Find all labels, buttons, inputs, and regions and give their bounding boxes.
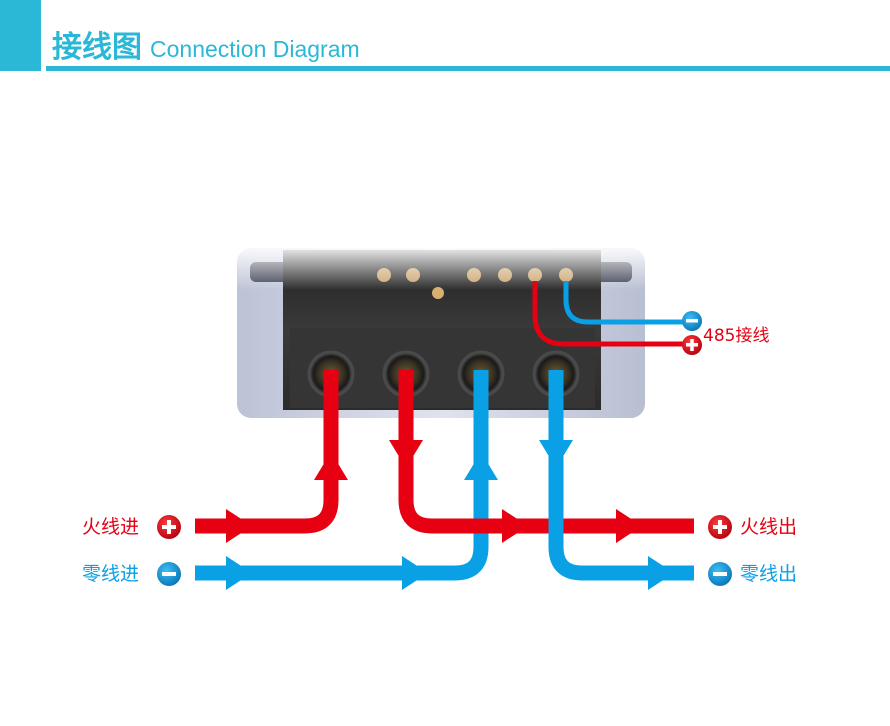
page-title-cn: 接线图 xyxy=(52,30,142,65)
arrow-right-icon xyxy=(502,509,528,543)
arrow-down-icon xyxy=(389,440,423,468)
live-out-label: 火线出 xyxy=(740,516,798,538)
arrow-right-icon xyxy=(616,509,642,543)
live-wires xyxy=(195,370,694,534)
neutral-out-minus-icon xyxy=(708,562,732,586)
top-fade xyxy=(230,230,650,290)
live-in-wire xyxy=(195,370,339,534)
flow-arrows xyxy=(226,440,674,590)
arrow-up-icon xyxy=(464,452,498,480)
rs485-plus-icon xyxy=(682,335,702,355)
arrow-down-icon xyxy=(539,440,573,468)
header-divider xyxy=(46,66,890,71)
arrow-right-icon xyxy=(226,556,252,590)
header-accent-block xyxy=(0,0,41,71)
neutral-out-wire xyxy=(548,370,694,581)
live-out-wire xyxy=(398,370,694,534)
neutral-in-label: 零线进 xyxy=(82,563,140,585)
live-in-label: 火线进 xyxy=(82,516,140,538)
rs485-positive-wire xyxy=(532,281,688,347)
polarity-badges xyxy=(157,311,732,586)
page-title: 接线图 Connection Diagram xyxy=(52,22,360,65)
arrow-up-icon xyxy=(314,452,348,480)
live-in-plus-icon xyxy=(157,515,181,539)
rs485-label: 485接线 xyxy=(703,326,770,346)
neutral-out-label: 零线出 xyxy=(740,563,798,585)
rs485-wires xyxy=(532,281,688,347)
arrow-right-icon xyxy=(648,556,674,590)
live-out-plus-icon xyxy=(708,515,732,539)
arrow-right-icon xyxy=(226,509,252,543)
neutral-in-wire xyxy=(195,370,489,581)
arrow-right-icon xyxy=(402,556,428,590)
meter-terminal-block xyxy=(230,230,650,418)
neutral-wires xyxy=(195,370,694,581)
neutral-in-minus-icon xyxy=(157,562,181,586)
page-title-en: Connection Diagram xyxy=(150,36,360,62)
rs485-negative-wire xyxy=(563,281,688,325)
rs485-minus-icon xyxy=(682,311,702,331)
